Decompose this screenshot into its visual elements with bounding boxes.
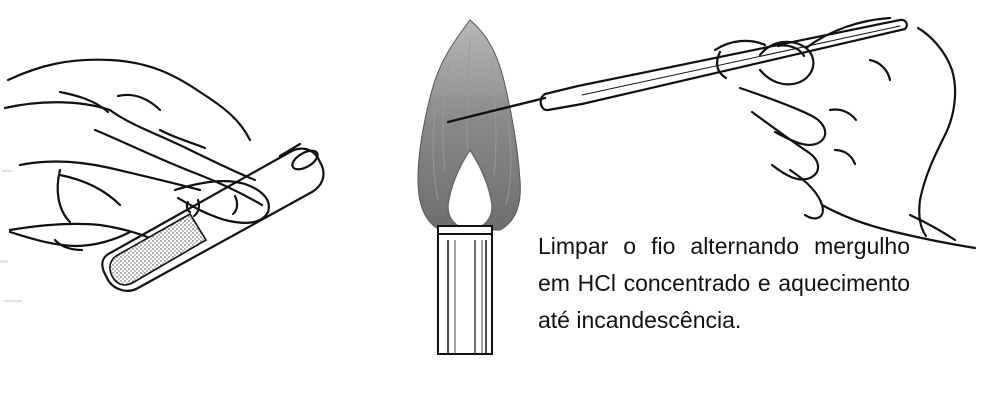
right-hand-holding-platinum-wire-icon (448, 18, 975, 248)
test-tube-liquid (110, 214, 206, 285)
bunsen-burner-flame-icon (418, 20, 520, 354)
instruction-caption: Limpar o fio alternando mergulho em HCl … (538, 228, 910, 339)
scan-artifact (0, 170, 22, 302)
